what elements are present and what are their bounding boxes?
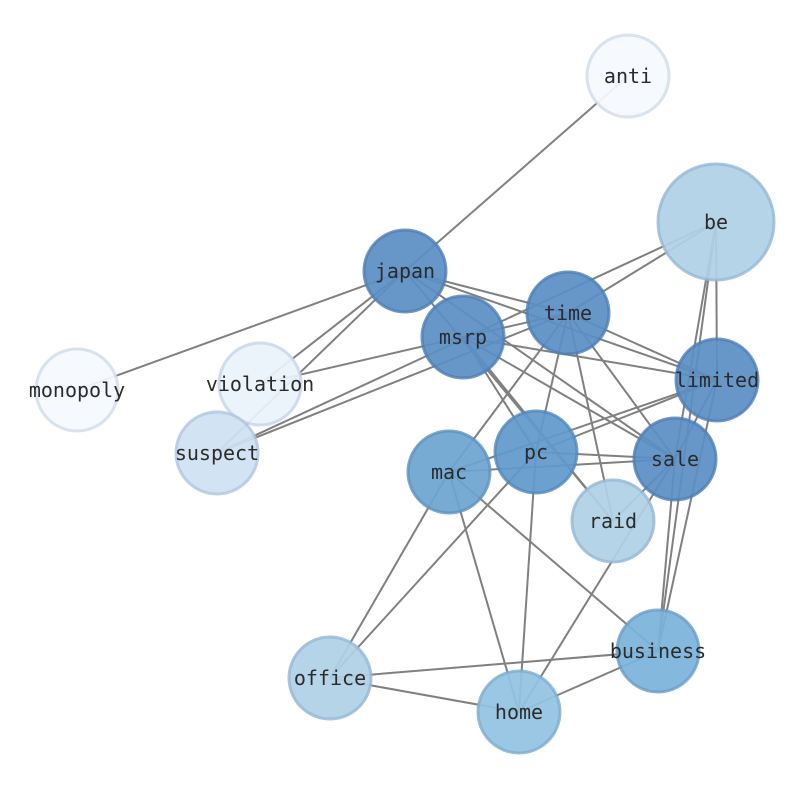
node-msrp: msrp (420, 294, 506, 380)
edge-office-business (329, 650, 659, 679)
node-label-time: time (544, 301, 592, 325)
node-limited: limited (674, 337, 760, 423)
node-circle-office (287, 635, 373, 721)
node-label-office: office (294, 666, 366, 690)
edge-anti-japan (404, 75, 629, 272)
node-raid: raid (570, 478, 656, 564)
edge-limited-business (657, 379, 718, 652)
node-circle-anti (585, 33, 671, 119)
edge-mac-business (448, 471, 659, 652)
node-circle-violation (217, 341, 303, 427)
node-violation: violation (206, 341, 314, 427)
node-label-be: be (704, 210, 728, 234)
edge-japan-monopoly (76, 270, 406, 391)
edge-pc-home (518, 451, 537, 713)
edge-limited-mac (448, 379, 718, 473)
node-sale: sale (632, 416, 718, 502)
node-office: office (287, 635, 373, 721)
node-label-suspect: suspect (175, 441, 259, 465)
node-label-anti: anti (604, 64, 652, 88)
nodes: anti be japan time msrp limited monopoly violat… (29, 33, 776, 755)
edge-pc-office (329, 451, 537, 679)
node-label-pc: pc (524, 440, 548, 464)
node-suspect: suspect (174, 410, 260, 496)
edge-suspect-time (216, 312, 569, 454)
node-circle-monopoly (34, 347, 120, 433)
node-label-monopoly: monopoly (29, 378, 125, 402)
edges (76, 75, 718, 713)
node-circle-sale (632, 416, 718, 502)
node-label-violation: violation (206, 372, 314, 396)
node-label-msrp: msrp (439, 325, 487, 349)
node-be: be (656, 162, 776, 282)
node-anti: anti (585, 33, 671, 119)
node-circle-time (525, 270, 611, 356)
node-circle-pc (493, 409, 579, 495)
node-circle-raid (570, 478, 656, 564)
node-circle-limited (674, 337, 760, 423)
node-circle-msrp (420, 294, 506, 380)
edge-msrp-limited (462, 336, 718, 381)
node-label-home: home (495, 700, 543, 724)
node-circle-business (615, 608, 701, 694)
node-circle-mac (406, 429, 492, 515)
node-circle-home (476, 669, 562, 755)
node-mac: mac (406, 429, 492, 515)
node-monopoly: monopoly (29, 347, 125, 433)
node-label-limited: limited (675, 368, 759, 392)
node-business: business (610, 608, 706, 694)
node-pc: pc (493, 409, 579, 495)
node-home: home (476, 669, 562, 755)
node-circle-japan (362, 228, 448, 314)
node-time: time (525, 270, 611, 356)
node-label-raid: raid (589, 509, 637, 533)
node-circle-be (656, 162, 776, 282)
node-label-japan: japan (375, 259, 435, 283)
node-label-mac: mac (431, 460, 467, 484)
node-japan: japan (362, 228, 448, 314)
node-label-sale: sale (651, 447, 699, 471)
node-circle-suspect (174, 410, 260, 496)
node-label-business: business (610, 639, 706, 663)
